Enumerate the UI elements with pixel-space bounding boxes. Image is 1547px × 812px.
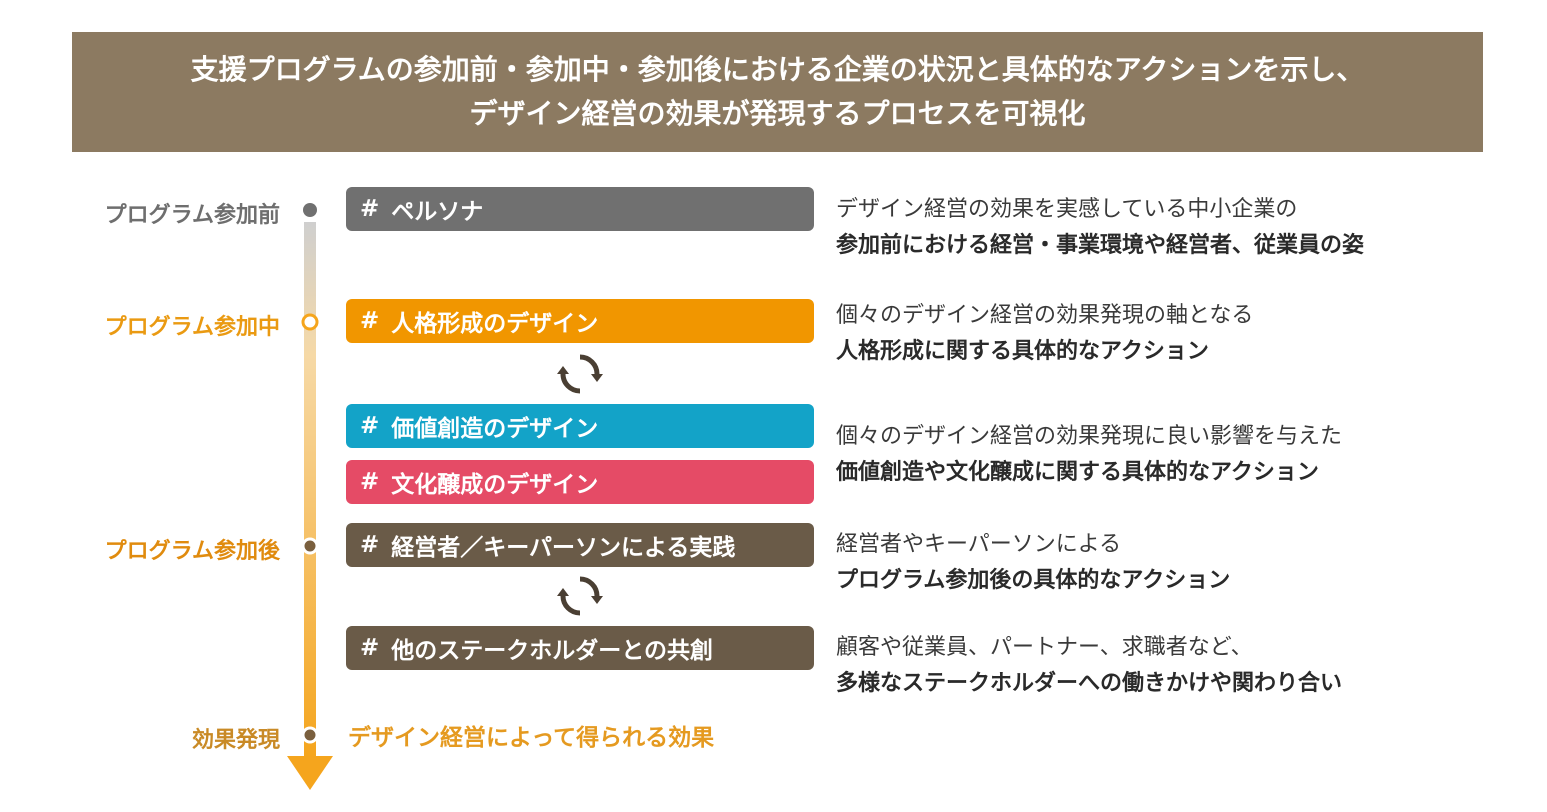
desc-cocreation-line-1: 顧客や従業員、パートナー、求職者など、 (836, 635, 1253, 660)
hash-mark: # (360, 308, 380, 334)
desc-value-culture: 個々のデザイン経営の効果発現に良い影響を与えた 価値創造や文化醸成に関する具体的… (836, 419, 1342, 491)
header-line-2: デザイン経営の効果が発現するプロセスを可視化 (469, 97, 1086, 130)
stage-label-during: プログラム参加中 (104, 315, 280, 340)
tag-cocreation: # 他のステークホルダーとの共創 (346, 626, 814, 670)
hash-mark: # (360, 413, 380, 439)
desc-value-culture-line-2: 価値創造や文化醸成に関する具体的なアクション (836, 460, 1319, 485)
desc-practice: 経営者やキーパーソンによる プログラム参加後の具体的なアクション (836, 527, 1230, 599)
desc-practice-line-2: プログラム参加後の具体的なアクション (836, 568, 1231, 593)
timeline-bar (304, 222, 316, 758)
tag-culture-design: # 文化醸成のデザイン (346, 460, 814, 504)
tag-practice: # 経営者／キーパーソンによる実践 (346, 523, 814, 567)
stage-label-before: プログラム参加前 (104, 203, 280, 228)
timeline-arrow-head (287, 756, 333, 790)
cycle-arrows-icon (557, 354, 603, 394)
tag-persona: # ペルソナ (346, 187, 814, 231)
desc-personality: 個々のデザイン経営の効果発現の軸となる 人格形成に関する具体的なアクション (836, 298, 1253, 370)
hash-mark: # (360, 469, 380, 495)
desc-cocreation: 顧客や従業員、パートナー、求職者など、 多様なステークホルダーへの働きかけや関わ… (836, 630, 1342, 702)
hash-mark: # (360, 196, 380, 222)
stage-label-effect: 効果発現 (191, 728, 280, 753)
desc-personality-line-2: 人格形成に関する具体的なアクション (836, 339, 1209, 364)
header-line-1: 支援プログラムの参加前・参加中・参加後における企業の状況と具体的なアクションを示… (190, 53, 1365, 86)
desc-personality-line-1: 個々のデザイン経営の効果発現の軸となる (836, 303, 1254, 328)
hash-mark: # (360, 532, 380, 558)
tag-persona-label: ペルソナ (391, 199, 484, 225)
tag-practice-label: 経営者／キーパーソンによる実践 (391, 535, 736, 561)
tag-value-label: 価値創造のデザイン (391, 416, 599, 442)
desc-persona: デザイン経営の効果を実感している中小企業の 参加前における経営・事業環境や経営者… (836, 192, 1364, 264)
timeline-dot-effect (301, 726, 319, 744)
tag-culture-label: 文化醸成のデザイン (391, 472, 599, 498)
desc-practice-line-1: 経営者やキーパーソンによる (836, 532, 1122, 557)
tag-personality-design: # 人格形成のデザイン (346, 299, 814, 343)
timeline-dot-during (301, 313, 319, 331)
header-banner: 支援プログラムの参加前・参加中・参加後における企業の状況と具体的なアクションを示… (72, 32, 1483, 152)
desc-persona-line-1: デザイン経営の効果を実感している中小企業の (836, 197, 1298, 222)
tag-value-design: # 価値創造のデザイン (346, 404, 814, 448)
hash-mark: # (360, 635, 380, 661)
timeline-dot-before (303, 203, 317, 217)
timeline-dot-after (301, 537, 319, 555)
effect-text: デザイン経営によって得られる効果 (348, 725, 715, 751)
tag-personality-label: 人格形成のデザイン (391, 311, 599, 337)
desc-value-culture-line-1: 個々のデザイン経営の効果発現に良い影響を与えた (836, 424, 1343, 449)
cycle-arrows-icon (557, 576, 603, 616)
desc-persona-line-2: 参加前における経営・事業環境や経営者、従業員の姿 (836, 233, 1365, 258)
desc-cocreation-line-2: 多様なステークホルダーへの働きかけや関わり合い (836, 671, 1343, 696)
tag-cocreation-label: 他のステークホルダーとの共創 (391, 638, 714, 664)
stage-label-after: プログラム参加後 (104, 539, 280, 564)
